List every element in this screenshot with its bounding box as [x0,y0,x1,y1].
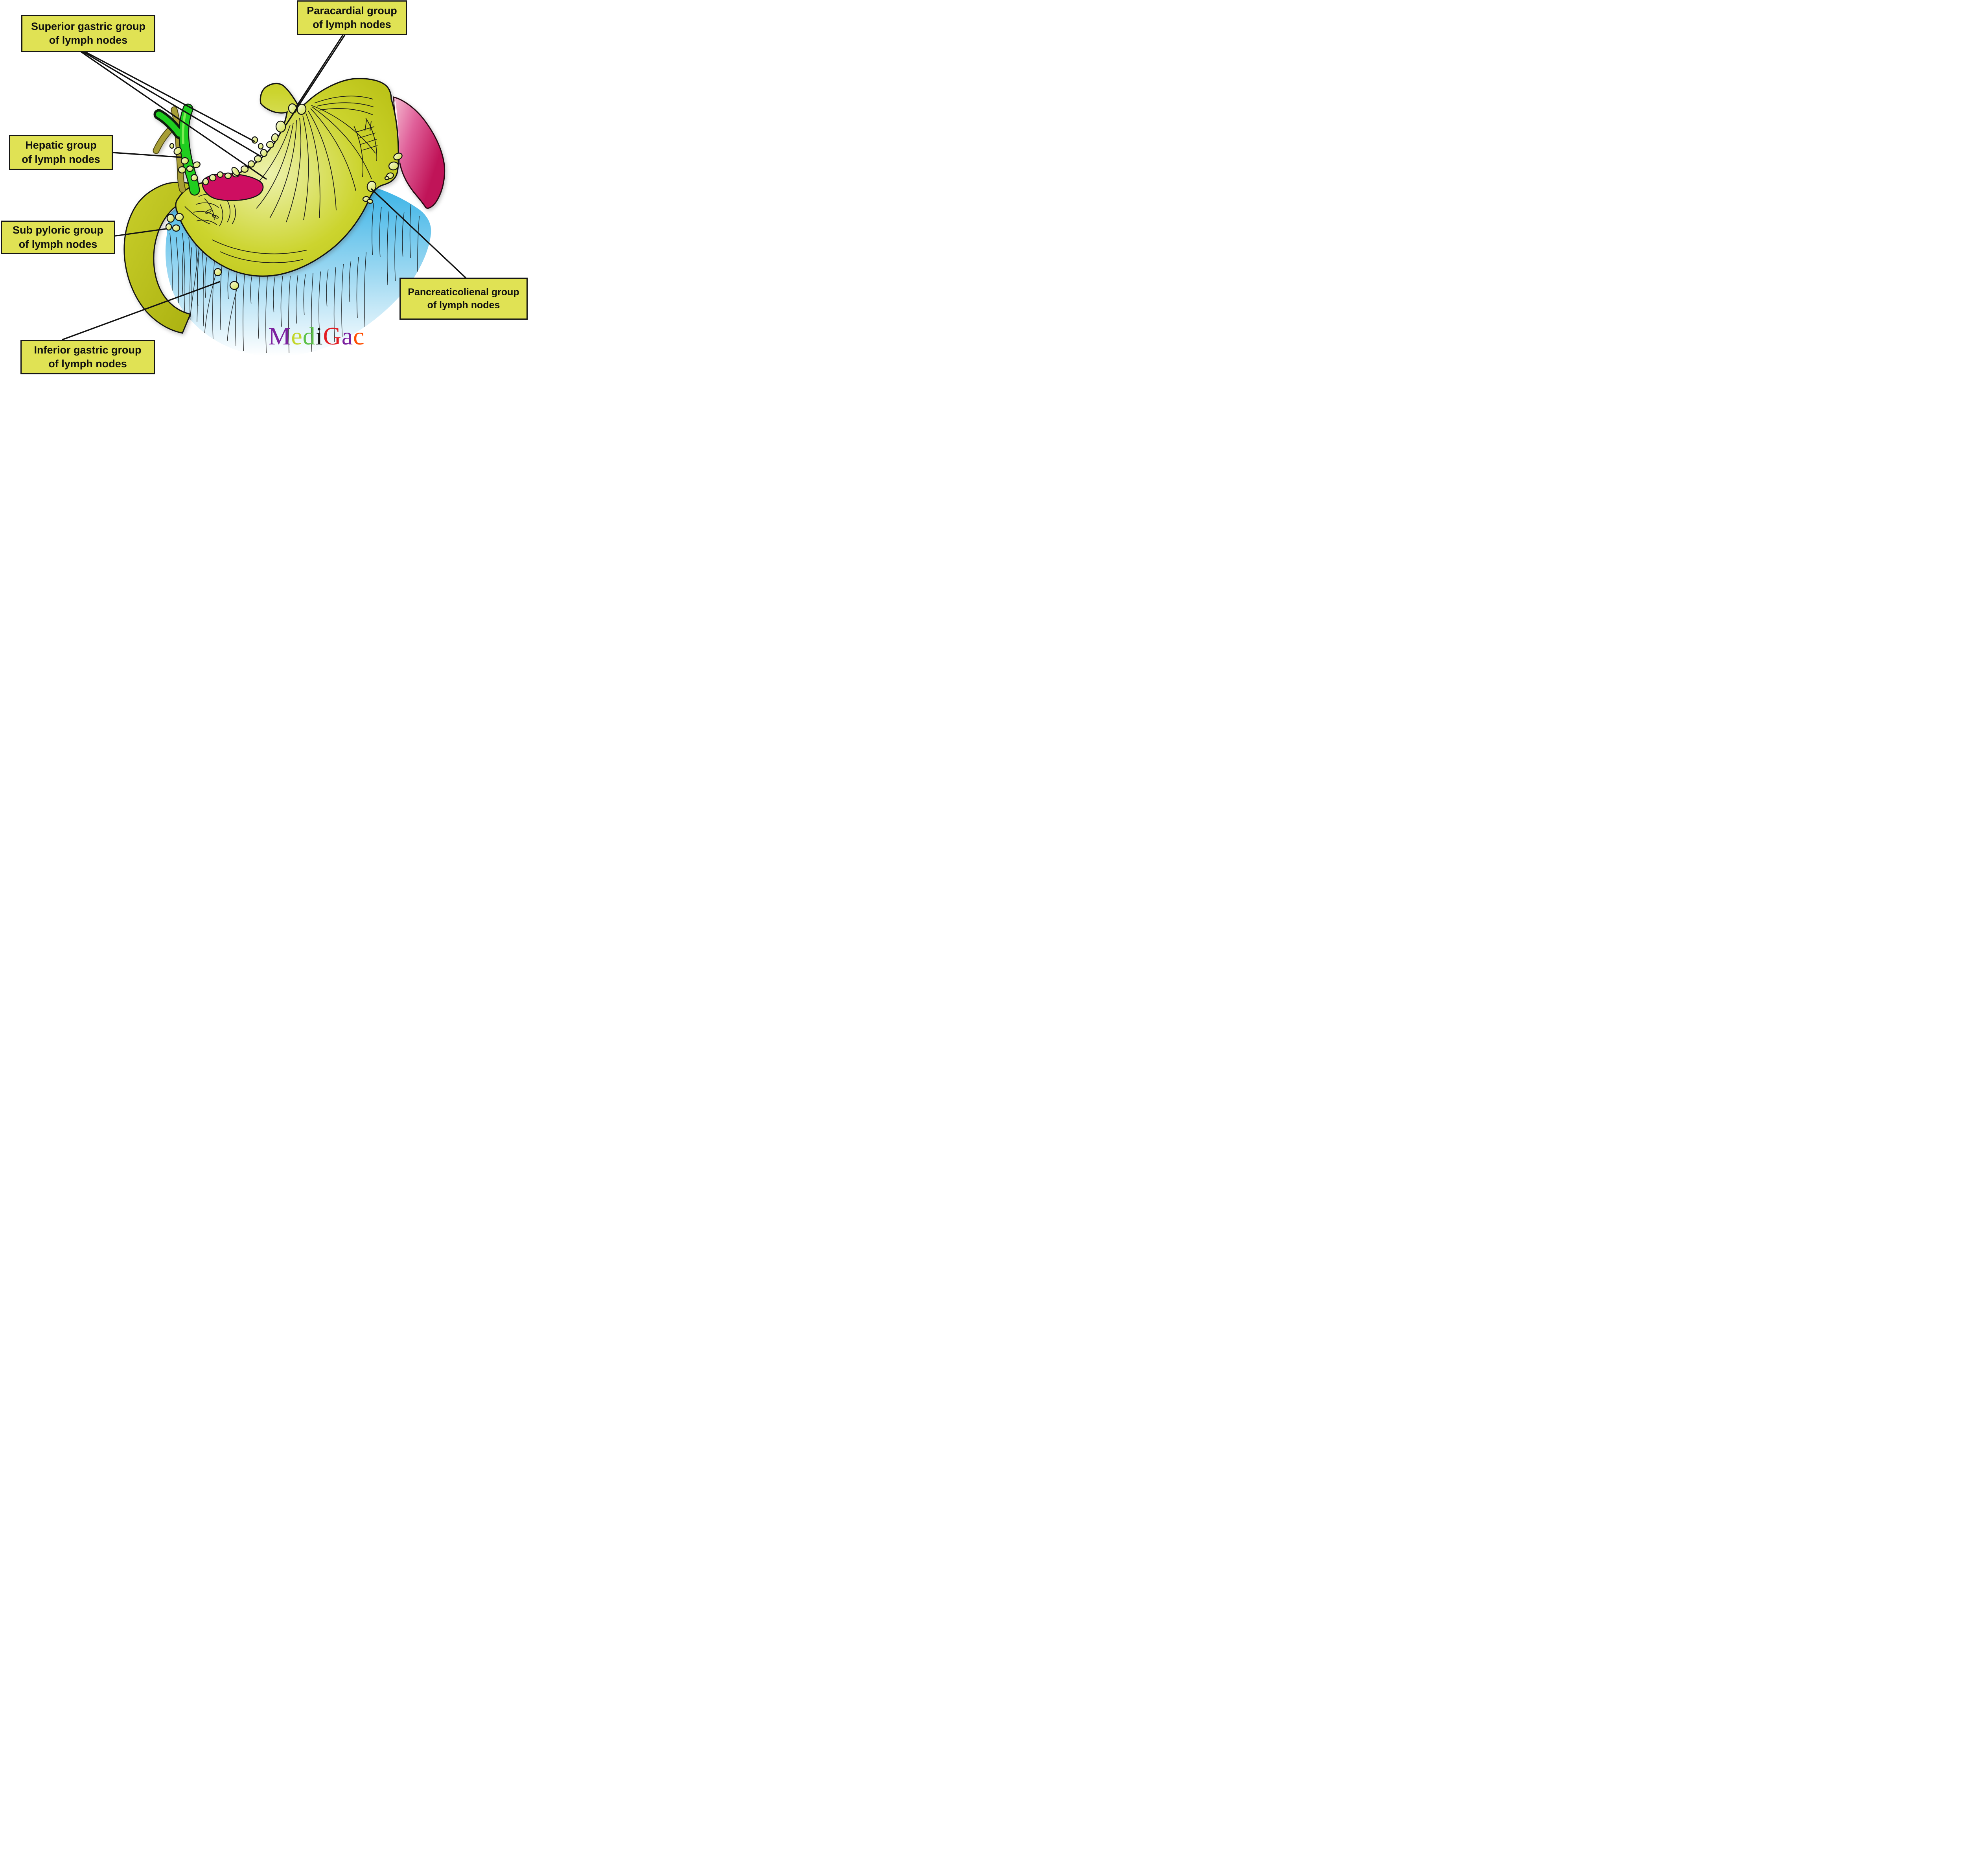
label-pancreaticolienal-group: Pancreaticolienal group of lymph nodes [399,278,528,320]
medigac-logo: MediGac [252,322,381,355]
label-text-line: of lymph nodes [49,34,128,46]
diagram-stage: Superior gastric group of lymph nodes Pa… [0,0,534,375]
leader-line [295,35,344,107]
leader-line [112,152,182,158]
leader-line [370,188,467,279]
label-text-line: Superior gastric group [31,20,146,32]
logo-letter: G [323,322,342,350]
label-text-line: Paracardial group [307,4,397,17]
label-sub-pyloric-group: Sub pyloric group of lymph nodes [1,221,115,254]
label-superior-gastric-group: Superior gastric group of lymph nodes [21,15,155,52]
label-text-line: Inferior gastric group [34,344,142,356]
logo-letter: e [291,322,303,350]
label-text-line: of lymph nodes [313,18,391,30]
label-text-line: Hepatic group [25,139,97,151]
leader-line [82,51,261,157]
label-text-line: Sub pyloric group [12,224,103,236]
duodenum [123,182,204,334]
spleen [393,96,445,209]
label-hepatic-group: Hepatic group of lymph nodes [9,135,113,170]
label-text-line: of lymph nodes [22,153,100,165]
lymph-nodes [165,103,403,290]
stomach [175,78,399,277]
logo-letter: d [302,322,316,350]
leader-line [80,51,267,180]
logo-letter: c [353,322,365,350]
label-text-line: of lymph nodes [48,358,127,370]
label-inferior-gastric-group: Inferior gastric group of lymph nodes [20,340,155,374]
label-text-line: Pancreaticolienal group [408,287,519,298]
leader-line [62,281,221,341]
leader-lines [62,35,467,341]
logo-letter: a [341,322,353,350]
anatomy-illustration [62,35,467,357]
leader-line [115,228,166,237]
logo-letter: i [315,322,323,350]
logo-letter: M [268,322,291,350]
label-text-line: of lymph nodes [18,238,98,250]
leader-line [84,51,255,142]
label-paracardial-group: Paracardial group of lymph nodes [297,0,407,35]
label-text-line: of lymph nodes [427,299,500,311]
leader-line [285,35,346,125]
